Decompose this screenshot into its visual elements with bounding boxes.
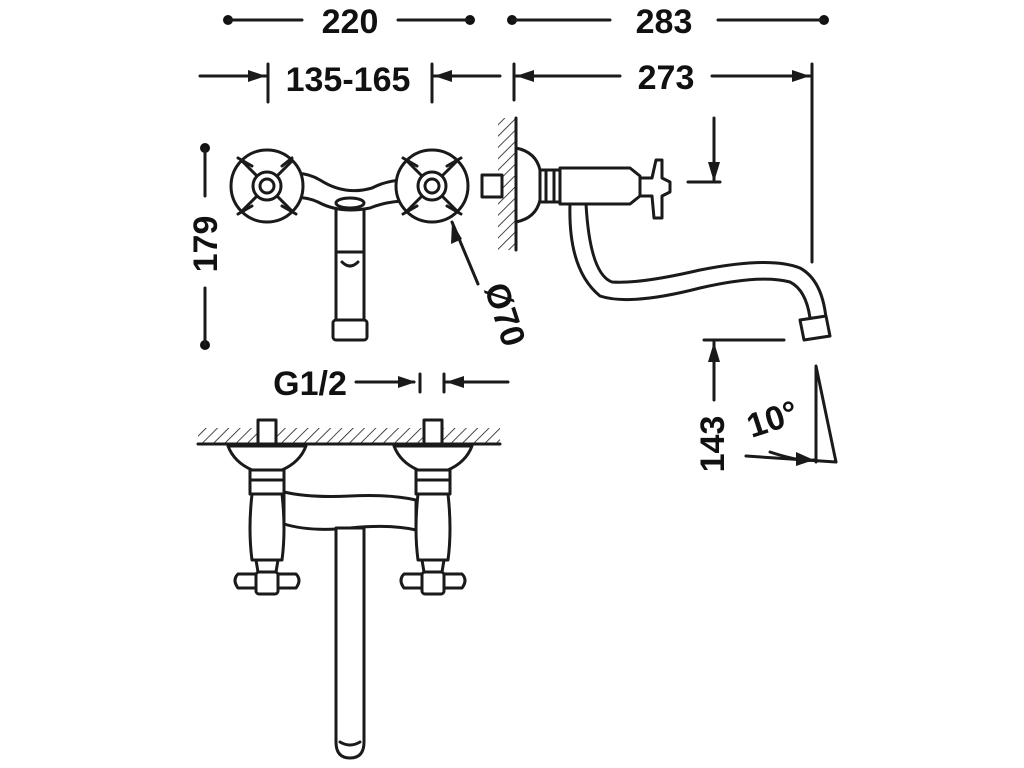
rosette-diameter-label: Ø70 [476, 278, 532, 351]
left-handle-front [229, 148, 305, 224]
side-view [480, 116, 832, 342]
right-handle-front [394, 148, 470, 224]
dimension-rosette-diameter: Ø70 [450, 220, 532, 351]
spout-angle-label: 10° [742, 394, 803, 446]
spout-height-label: 143 [694, 416, 732, 473]
overall-depth-label: 283 [636, 3, 693, 41]
dimension-connection-thread: G1/2 [273, 365, 510, 403]
center-distance-label: 135-165 [286, 61, 411, 99]
spout-reach-label: 273 [638, 59, 695, 97]
overall-width-label: 220 [322, 3, 379, 41]
dimension-overall-depth: 283 [507, 3, 829, 41]
dimension-spout-reach: 273 [512, 59, 814, 264]
dimension-center-distance: 135-165 [198, 61, 502, 104]
dimension-overall-width: 220 [223, 3, 475, 41]
height-label: 179 [187, 216, 225, 273]
top-view [196, 418, 502, 760]
connection-thread-label: G1/2 [273, 365, 347, 403]
front-view [229, 148, 470, 342]
dimension-spout-angle: 10° [742, 364, 838, 466]
dimension-spout-height: 143 [694, 338, 838, 473]
dimension-height: 179 [187, 143, 225, 350]
